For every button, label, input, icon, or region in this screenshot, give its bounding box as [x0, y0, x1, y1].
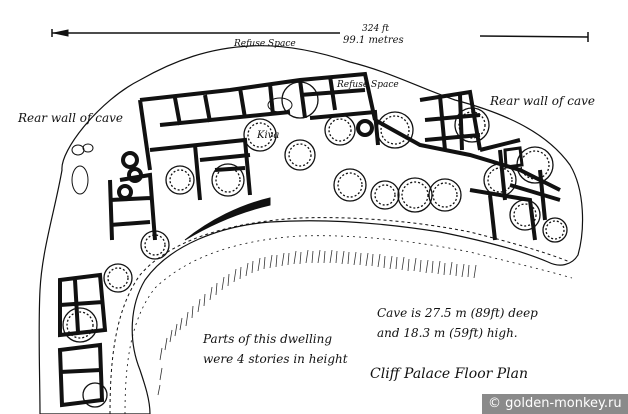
cave-dimensions-note: Cave is 27.5 m (89ft) deep and 18.3 m (5… — [377, 303, 538, 343]
kivas — [62, 81, 568, 408]
diagram-title: Cliff Palace Floor Plan — [370, 366, 529, 382]
scale-metres-label: 99.1 metres — [343, 35, 404, 46]
wall-wedge — [184, 197, 271, 241]
refuse-space-label: Refuse Space — [234, 39, 296, 49]
ledge-dashed-line — [109, 217, 571, 414]
vegetation-hatching — [157, 249, 477, 396]
stories-note-line1: Parts of this dwelling — [203, 332, 333, 346]
rear-wall-right-label: Rear wall of cave — [490, 94, 595, 108]
cave-rear-wall — [38, 45, 584, 414]
stories-note: Parts of this dwelling were 4 stories in… — [203, 329, 348, 369]
kiva-label: Kiva — [257, 130, 280, 141]
rear-wall-left-label: Rear wall of cave — [18, 111, 123, 125]
cave-note-line1: Cave is 27.5 m (89ft) deep — [377, 306, 538, 320]
stories-note-line2: were 4 stories in height — [203, 352, 348, 366]
refuse-space-label: Refuse Space — [337, 80, 399, 90]
watermark: © golden-monkey.ru — [482, 394, 628, 414]
cave-note-line2: and 18.3 m (59ft) high. — [377, 326, 518, 340]
scale-feet-label: 324 ft — [362, 24, 389, 34]
scale-bar — [51, 29, 589, 42]
